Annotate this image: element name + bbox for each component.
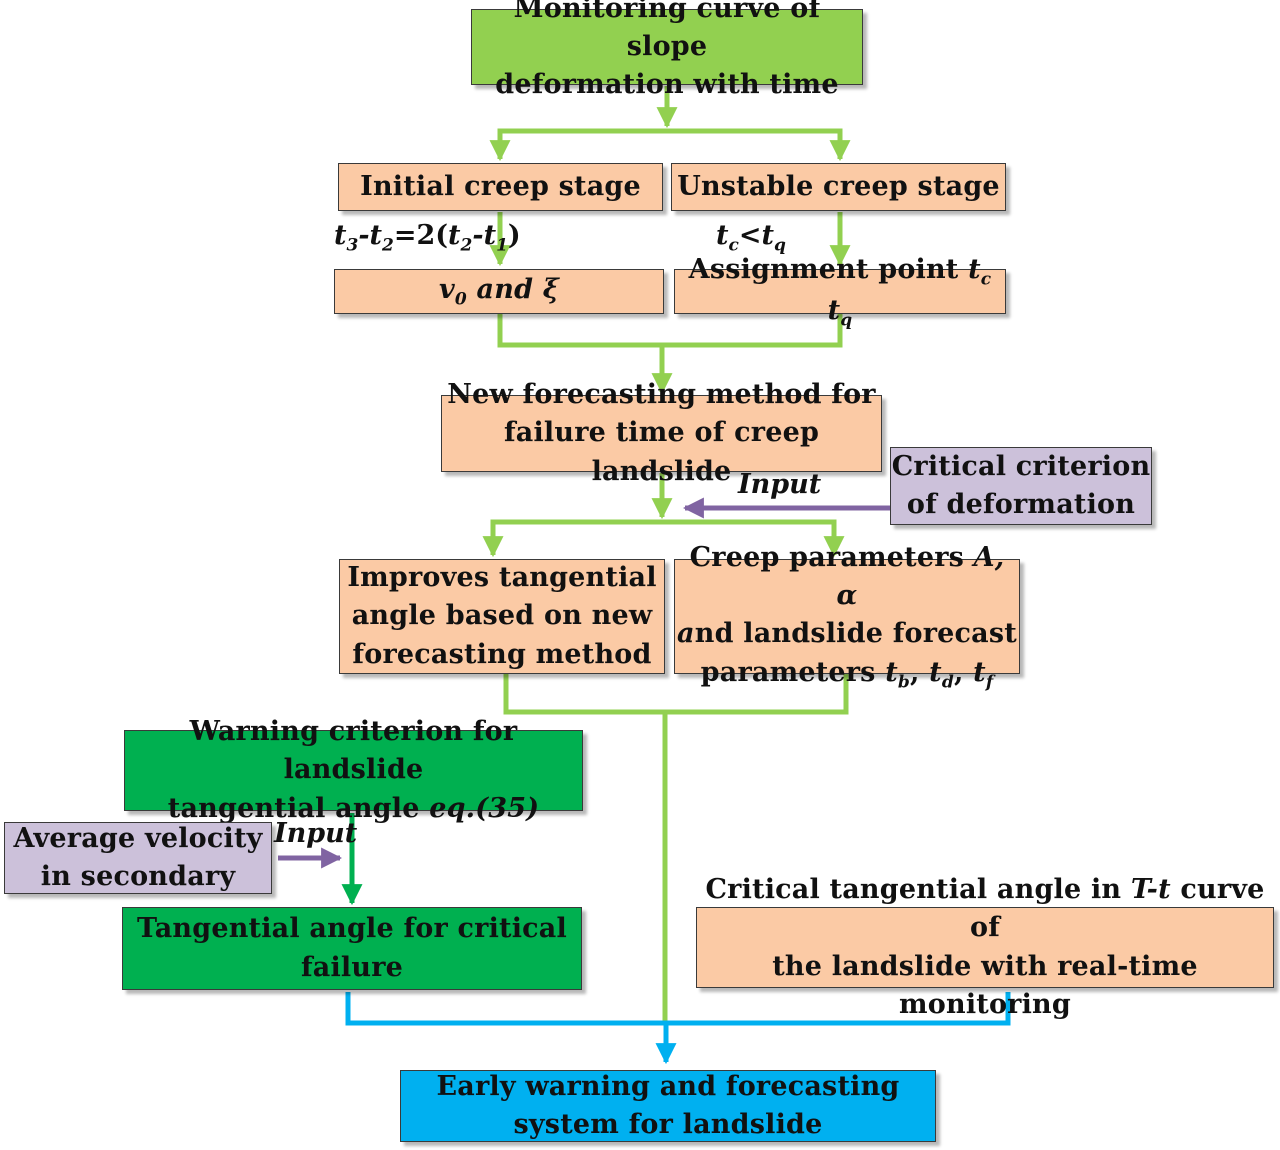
improves-line-3: forecasting method bbox=[352, 638, 652, 670]
early-warning-system-box: Early warning and forecasting system for… bbox=[400, 1070, 936, 1142]
critical-def-line-1: Critical criterion bbox=[891, 450, 1151, 482]
initial-creep-label: Initial creep stage bbox=[360, 170, 641, 202]
monitoring-line-2: deformation with time bbox=[495, 69, 839, 101]
warning-criterion-box: Warning criterion for landslide tangenti… bbox=[124, 716, 583, 824]
critical-tangential-angle-box: Critical tangential angle in T-t curve o… bbox=[696, 874, 1274, 1020]
input-label-deformation: Input bbox=[738, 469, 822, 500]
tangential-failure-line-1: Tangential angle for critical bbox=[137, 913, 567, 945]
assignment-point-label: Assignment point tc tq bbox=[688, 253, 992, 330]
tangential-failure-line-2: failure bbox=[300, 951, 404, 983]
improves-line-2: angle based on new bbox=[351, 600, 653, 632]
line-merge-middle bbox=[497, 314, 843, 348]
new-forecasting-method-box: New forecasting method for failure time … bbox=[441, 379, 882, 487]
early-warning-line-2: system for landslide bbox=[513, 1109, 823, 1140]
line-split-top bbox=[497, 128, 843, 157]
new-method-line-2: failure time of creep landslide bbox=[503, 417, 820, 487]
tangential-angle-critical-failure-box: Tangential angle for critical failure bbox=[122, 907, 582, 990]
warning-line-2: tangential angle eq.(35) bbox=[167, 792, 540, 824]
critical-tangential-line-2: the landslide with real-time monitoring bbox=[772, 950, 1198, 1020]
assignment-point-box: Assignment point tc tq bbox=[674, 254, 1006, 330]
tc-less-than-tq-label: tc<tq bbox=[716, 220, 786, 256]
critical-def-line-2: of deformation bbox=[906, 489, 1136, 520]
unstable-creep-label: Unstable creep stage bbox=[677, 170, 1000, 202]
creep-parameters-box: Creep parameters A, α and landslide fore… bbox=[674, 542, 1020, 692]
initial-creep-stage-box: Initial creep stage bbox=[338, 163, 663, 211]
new-method-line-1: New forecasting method for bbox=[447, 379, 876, 411]
line-merge-lower bbox=[503, 674, 849, 715]
critical-tangential-line-1: Critical tangential angle in T-t curve o… bbox=[705, 873, 1265, 944]
avg-velocity-line-1: Average velocity bbox=[13, 822, 263, 854]
improves-line-1: Improves tangential bbox=[347, 562, 657, 594]
v0-xi-box: v0 and ξ bbox=[334, 269, 664, 314]
average-velocity-box: Average velocity in secondary bbox=[4, 822, 272, 894]
unstable-creep-stage-box: Unstable creep stage bbox=[671, 163, 1006, 211]
creep-params-line-3: parameters tb, td, tf bbox=[700, 656, 994, 693]
monitoring-line-1: Monitoring curve of slope bbox=[513, 0, 821, 62]
v0-xi-label: v0 and ξ bbox=[439, 274, 559, 310]
monitoring-curve-box: Monitoring curve of slope deformation wi… bbox=[471, 0, 863, 100]
time-ratio-equation: t3-t2=2(t2-t1) bbox=[334, 220, 521, 256]
early-warning-line-1: Early warning and forecasting bbox=[436, 1070, 900, 1102]
creep-params-line-2: and landslide forecast bbox=[677, 618, 1017, 650]
creep-params-line-1: Creep parameters A, α bbox=[689, 541, 1005, 612]
line-merge-blue bbox=[345, 992, 1011, 1026]
critical-criterion-deformation-box: Critical criterion of deformation bbox=[890, 447, 1152, 525]
warning-line-1: Warning criterion for landslide bbox=[189, 716, 518, 786]
avg-velocity-line-2: in secondary bbox=[40, 861, 236, 892]
input-label-velocity: Input bbox=[274, 818, 358, 849]
improves-tangential-angle-box: Improves tangential angle based on new f… bbox=[339, 559, 665, 674]
